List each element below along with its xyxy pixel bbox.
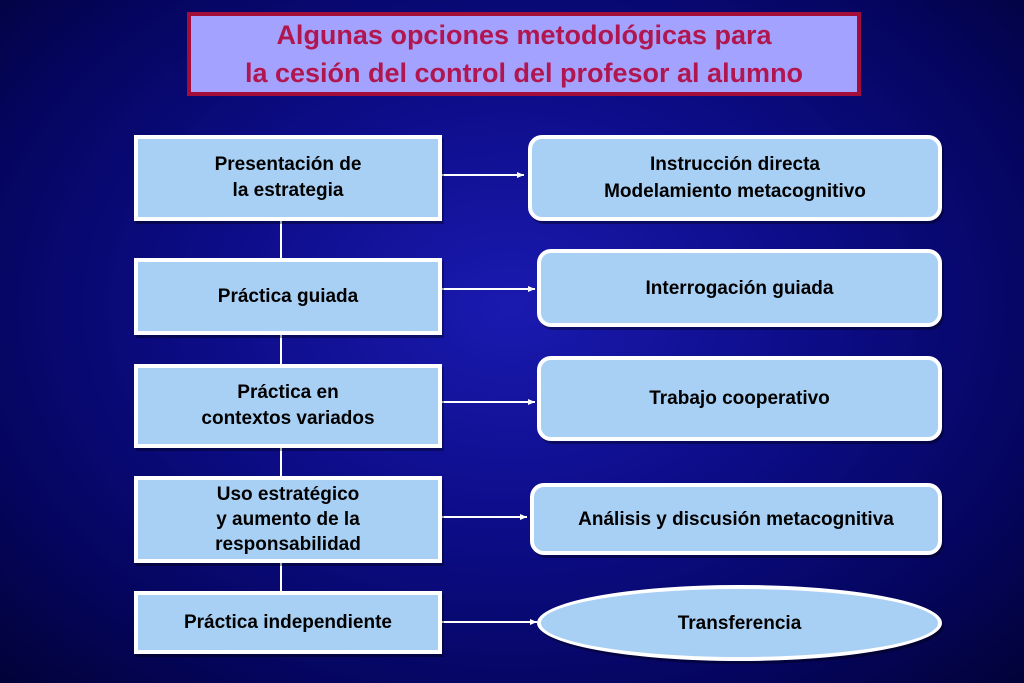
option-label-line: Análisis y discusión metacognitiva bbox=[578, 508, 894, 530]
option-label-line: Transferencia bbox=[677, 612, 802, 634]
step-label-line: Práctica guiada bbox=[217, 285, 359, 307]
option-label-line: Interrogación guiada bbox=[645, 277, 834, 299]
option-metacognitive-analysis: Análisis y discusión metacognitiva bbox=[530, 483, 942, 555]
step-varied-contexts: Práctica en contextos variados bbox=[134, 364, 442, 448]
step-label-line: Práctica en bbox=[237, 382, 339, 403]
option-transfer: Transferencia bbox=[537, 585, 942, 661]
option-label-line: Trabajo cooperativo bbox=[649, 388, 830, 409]
title-box: Algunas opciones metodológicas para la c… bbox=[187, 12, 861, 96]
option-direct-instruction: Instrucción directa Modelamiento metacog… bbox=[528, 135, 942, 221]
option-label-line: Modelamiento metacognitivo bbox=[604, 181, 866, 202]
step-label-line: Presentación de bbox=[214, 154, 362, 175]
step-label-line: y aumento de la bbox=[216, 509, 360, 530]
option-guided-questioning: Interrogación guiada bbox=[537, 249, 942, 327]
step-independent-practice: Práctica independiente bbox=[134, 591, 442, 654]
step-strategic-use: Uso estratégico y aumento de la responsa… bbox=[134, 476, 442, 563]
step-label-line: responsabilidad bbox=[215, 534, 361, 555]
step-guided-practice: Práctica guiada bbox=[134, 258, 442, 335]
title-line-2: la cesión del control del profesor al al… bbox=[244, 58, 804, 88]
step-label-line: contextos variados bbox=[201, 408, 375, 429]
title-line-1: Algunas opciones metodológicas para bbox=[276, 20, 772, 50]
step-label-line: Práctica independiente bbox=[183, 611, 392, 633]
step-label-line: Uso estratégico bbox=[216, 484, 360, 505]
option-cooperative-work: Trabajo cooperativo bbox=[537, 356, 942, 441]
step-label-line: la estrategia bbox=[232, 180, 344, 201]
option-label-line: Instrucción directa bbox=[650, 154, 820, 175]
step-presentation: Presentación de la estrategia bbox=[134, 135, 442, 221]
